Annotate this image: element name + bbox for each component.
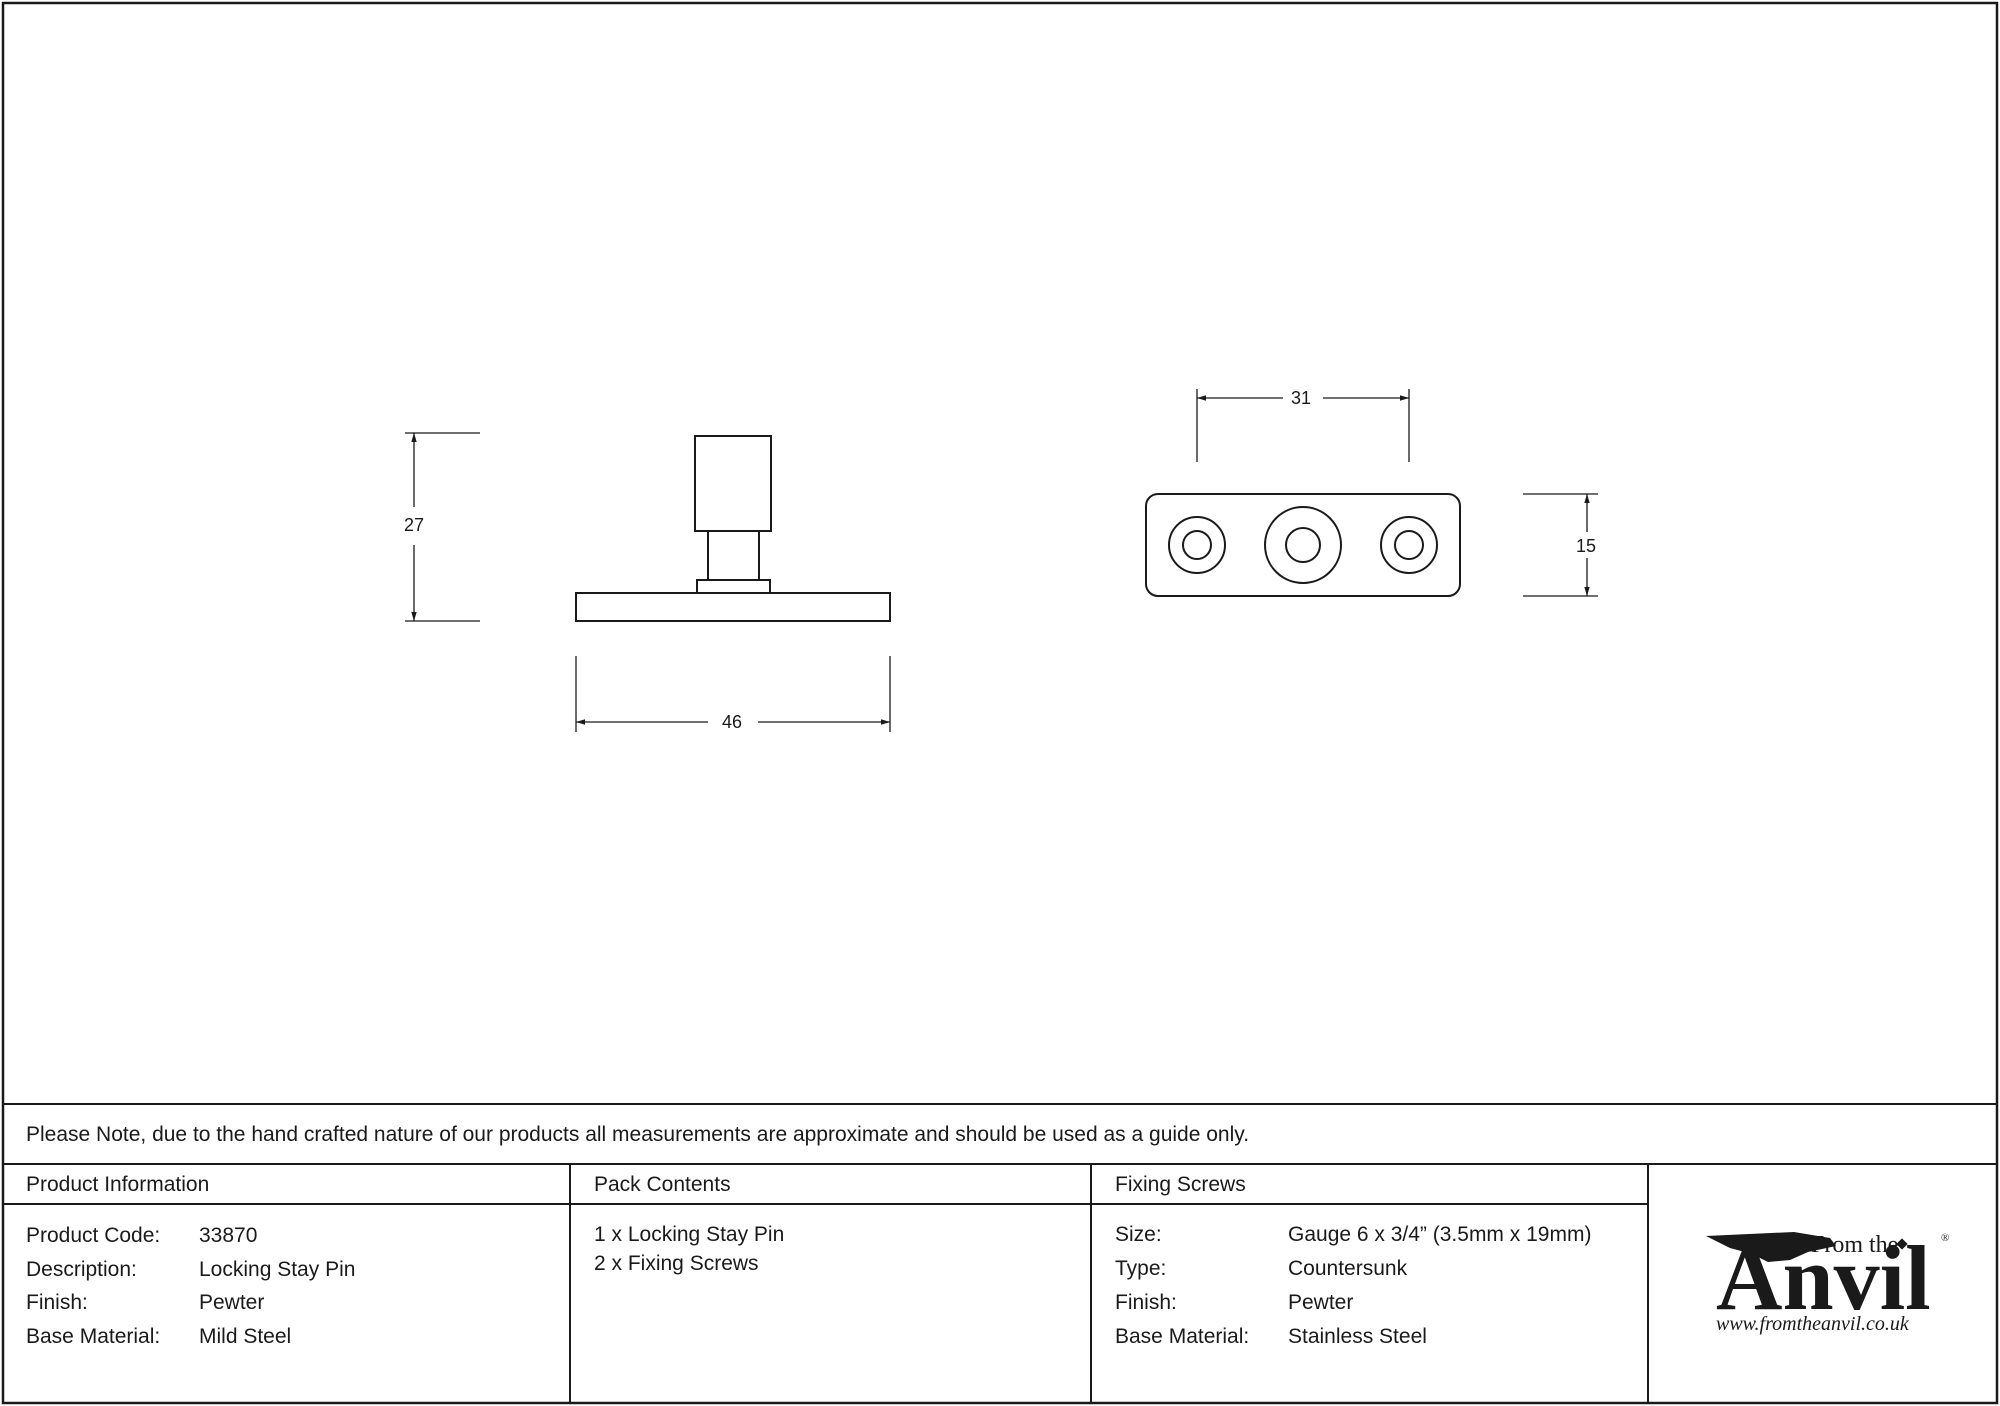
screw-finish-value: Pewter — [1288, 1291, 1354, 1314]
screw-size-value: Gauge 6 x 3/4” (3.5mm x 19mm) — [1288, 1223, 1592, 1246]
pack-item: 2 x Fixing Screws — [594, 1252, 759, 1275]
product-code-value: 33870 — [199, 1224, 258, 1247]
fixing-screws-heading: Fixing Screws — [1115, 1173, 1246, 1196]
pin-head — [694, 435, 772, 532]
top-view-plate — [1145, 493, 1461, 597]
logo-registered-mark: ® — [1941, 1232, 1950, 1244]
measurement-note: Please Note, due to the hand crafted nat… — [26, 1123, 1250, 1146]
description-value: Locking Stay Pin — [199, 1258, 356, 1281]
pack-item: 1 x Locking Stay Pin — [594, 1223, 785, 1246]
plate-width-dimension — [1523, 493, 1598, 597]
plate-width-dimension-label: 15 — [1576, 536, 1597, 556]
right-screw-hole-inner — [1394, 530, 1424, 560]
base-material-label: Base Material: — [26, 1325, 161, 1348]
anvil-logo-icon — [1706, 1232, 1908, 1262]
width-dimension-label: 46 — [722, 712, 743, 732]
pin-collar — [696, 579, 771, 594]
title-block-lines — [3, 1103, 1997, 1403]
pin-base-plate — [575, 592, 891, 622]
pin-shank — [707, 530, 760, 581]
screw-finish-label: Finish: — [1115, 1291, 1177, 1314]
left-screw-hole-inner — [1182, 530, 1212, 560]
screw-material-label: Base Material: — [1115, 1325, 1250, 1348]
length-dimension-label: 31 — [1291, 388, 1312, 408]
center-pin-inner — [1285, 527, 1321, 563]
screw-type-label: Type: — [1115, 1257, 1167, 1280]
product-info-heading: Product Information — [26, 1173, 210, 1196]
pack-contents-heading: Pack Contents — [594, 1173, 731, 1196]
side-view-pin — [575, 435, 891, 622]
finish-value: Pewter — [199, 1291, 265, 1314]
base-material-value: Mild Steel — [199, 1325, 292, 1348]
height-dimension — [405, 432, 480, 622]
finish-label: Finish: — [26, 1291, 88, 1314]
product-code-label: Product Code: — [26, 1224, 161, 1247]
description-label: Description: — [26, 1258, 137, 1281]
width-dimension — [575, 656, 891, 732]
logo-url: www.fromtheanvil.co.uk — [1716, 1313, 1909, 1335]
height-dimension-label: 27 — [404, 515, 425, 535]
screw-material-value: Stainless Steel — [1288, 1325, 1427, 1348]
logo-from-the: From the — [1811, 1232, 1899, 1258]
logo-anvil-wordmark: Anvil — [1716, 1227, 1931, 1329]
screw-size-label: Size: — [1115, 1223, 1162, 1246]
length-dimension — [1196, 389, 1410, 462]
screw-type-value: Countersunk — [1288, 1257, 1408, 1280]
